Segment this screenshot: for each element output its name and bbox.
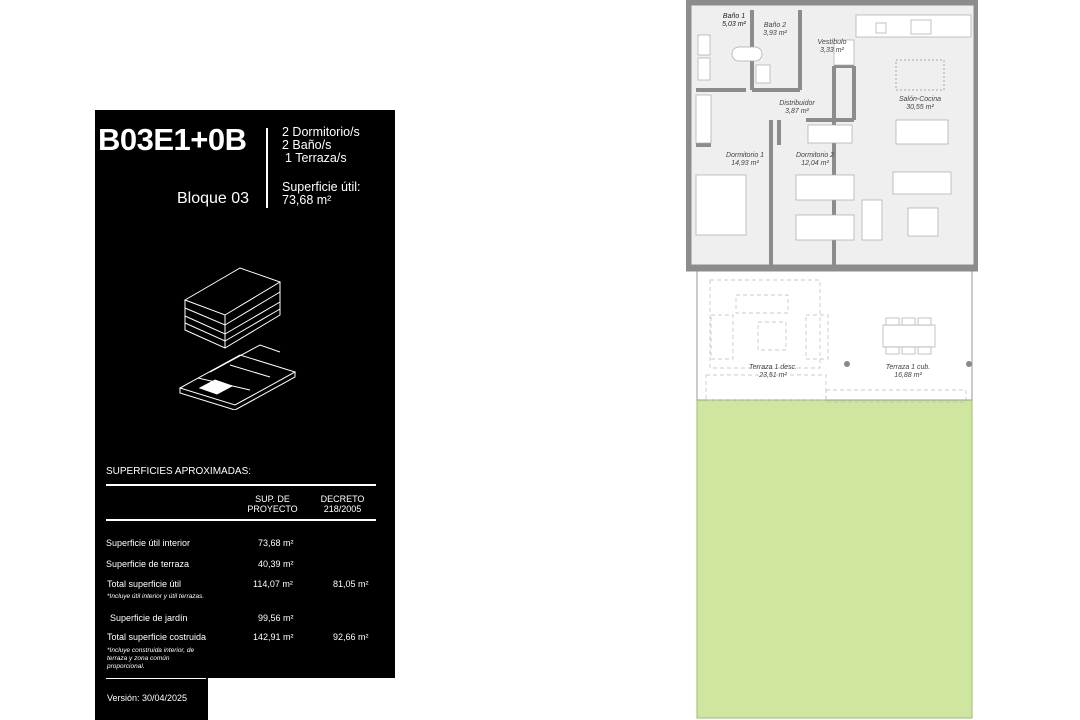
row-label: Total superficie útil — [107, 579, 182, 589]
row-proyecto: 114,07 m² — [253, 579, 293, 589]
garden-area — [696, 399, 973, 719]
row-proyecto: 142,91 m² — [253, 632, 294, 642]
divider — [106, 678, 206, 679]
divider — [106, 519, 376, 521]
row-note: *Incluye construida interior, de terraza… — [107, 647, 195, 670]
unit-info-panel: B03E1+0B 2 Dormitorio/s 2 Baño/s 1 Terra… — [95, 110, 395, 678]
row-label: Superficie de jardín — [110, 613, 188, 623]
block-label: Bloque 03 — [177, 190, 250, 207]
version-panel: Versión: 30/04/2025 — [95, 678, 208, 720]
table-title: SUPERFICIES APROXIMADAS: — [106, 466, 252, 477]
room-label: Terraza 1 cub.16,88 m² — [885, 364, 931, 379]
row-proyecto: 73,68 m² — [258, 538, 294, 548]
row-label: Superficie útil interior — [106, 538, 191, 548]
row-decreto: 81,05 m² — [333, 579, 369, 589]
bathrooms: 2 Baño/s — [282, 138, 332, 152]
row-label: Superficie de terraza — [106, 559, 190, 569]
surface-label: Superficie útil: — [282, 180, 361, 194]
unit-code: B03E1+0B — [98, 122, 247, 157]
row-label: Total superficie costruida — [107, 632, 207, 642]
terraces: 1 Terraza/s — [285, 151, 347, 165]
divider — [106, 484, 376, 486]
row-proyecto: 40,39 m² — [258, 559, 294, 569]
furniture — [695, 14, 972, 241]
isometric-building-diagram — [178, 267, 297, 410]
bedrooms: 2 Dormitorio/s — [282, 125, 360, 139]
room-label: Terraza 1 desc.23,51 m² — [749, 364, 797, 379]
version-date: Versión: 30/04/2025 — [107, 693, 188, 703]
surface-value: 73,68 m² — [282, 193, 332, 207]
terrace-furniture — [705, 279, 967, 403]
row-proyecto: 99,56 m² — [258, 613, 294, 623]
divider — [266, 128, 268, 208]
floor-plan — [686, 0, 978, 719]
row-decreto: 92,66 m² — [333, 632, 369, 642]
row-note: *Incluye útil interior y útil terrazas. — [107, 593, 205, 600]
